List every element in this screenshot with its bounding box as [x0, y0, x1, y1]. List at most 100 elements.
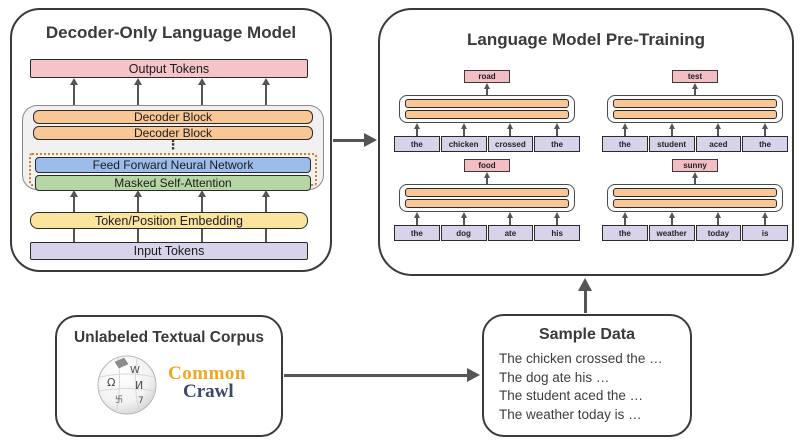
up-arrow-icon [262, 190, 270, 212]
up-arrow-icon [692, 83, 698, 95]
arrows-embedding-to-container [42, 190, 298, 212]
up-arrow-icon [414, 212, 421, 225]
up-arrow-icon [507, 123, 514, 136]
up-arrow-icon [761, 212, 768, 225]
mini-decoder-block [405, 199, 569, 208]
sample-sentence: The dog ate his … [499, 369, 610, 385]
sample-sentences: The chicken crossed the … The dog ate hi… [499, 350, 690, 424]
sample-sentence: The weather today is … [499, 406, 642, 422]
up-arrow-icon [198, 190, 206, 212]
sample-data-panel: Sample Data The chicken crossed the … Th… [482, 314, 692, 437]
pretraining-example: road the chicken crossed the [394, 70, 580, 154]
token-cell: the [742, 136, 788, 152]
token-cell: crossed [487, 136, 534, 152]
decoder-model-panel: Decoder-Only Language Model Output Token… [10, 8, 332, 272]
mini-decoder-block [405, 110, 569, 119]
up-arrow-icon [262, 78, 270, 105]
predicted-token-box: test [672, 70, 718, 83]
pretraining-panel-title: Language Model Pre-Training [466, 30, 706, 49]
token-cell: is [742, 225, 788, 241]
common-crawl-word-common: Common [168, 363, 246, 384]
mini-token-row: the student aced the [602, 136, 788, 152]
up-arrow-icon [622, 212, 629, 225]
up-arrow-icon [484, 172, 490, 184]
mini-decoder-block [613, 188, 777, 197]
up-arrow-icon [761, 123, 768, 136]
model-panel-title: Decoder-Only Language Model [45, 23, 297, 42]
up-arrow-icon [692, 172, 698, 184]
decoder-stack-container: Decoder Block Decoder Block ⋮ Feed Forwa… [22, 105, 324, 191]
arrow-corpus-to-sample-stem [284, 374, 469, 377]
mini-decoder-stack [607, 95, 783, 123]
svg-text:卐: 卐 [115, 395, 123, 404]
token-cell: chicken [440, 136, 487, 152]
token-cell: the [602, 136, 648, 152]
mini-token-arrows [394, 212, 580, 225]
mini-decoder-block [405, 188, 569, 197]
up-arrow-icon [715, 123, 722, 136]
up-arrow-icon [484, 83, 490, 95]
mini-decoder-stack [399, 95, 575, 123]
mini-decoder-stack [399, 184, 575, 212]
token-cell: ate [487, 225, 534, 241]
up-arrow-icon [553, 212, 560, 225]
arrows-container-to-output [42, 78, 298, 105]
up-arrow-icon [70, 190, 78, 212]
up-arrow-icon [134, 190, 142, 212]
connector-line [265, 229, 267, 242]
mini-token-arrows [394, 123, 580, 136]
token-cell: today [695, 225, 742, 241]
token-cell: the [602, 225, 648, 241]
mini-token-arrows [602, 123, 788, 136]
input-tokens-bar: Input Tokens [30, 242, 308, 260]
svg-text:И: И [135, 379, 143, 392]
up-arrow-icon [668, 212, 675, 225]
feed-forward-bar: Feed Forward Neural Network [35, 157, 311, 173]
token-cell: dog [440, 225, 487, 241]
mini-decoder-block [405, 99, 569, 108]
mini-token-row: the dog ate his [394, 225, 580, 241]
sample-sentence: The chicken crossed the … [499, 351, 663, 366]
up-arrow-icon [414, 123, 421, 136]
predicted-token-box: food [464, 159, 510, 172]
svg-text:7: 7 [138, 396, 144, 406]
corpus-logos: Ω W И 7 卐 Common Crawl [57, 349, 281, 417]
up-arrow-icon [507, 212, 514, 225]
token-cell: aced [695, 136, 742, 152]
decoder-block-bar: Decoder Block [33, 110, 313, 124]
token-position-embedding-bar: Token/Position Embedding [30, 212, 308, 229]
wikipedia-logo-icon: Ω W И 7 卐 [97, 355, 157, 415]
corpus-panel-title: Unlabeled Textual Corpus [73, 329, 265, 346]
up-arrow-icon [668, 123, 675, 136]
pretraining-example: sunny the weather today is [602, 159, 788, 243]
mini-token-row: the chicken crossed the [394, 136, 580, 152]
sample-data-title: Sample Data [538, 326, 636, 343]
token-cell: his [534, 225, 580, 241]
connector-line [201, 229, 203, 242]
up-arrow-icon [715, 212, 722, 225]
sample-sentence: The student aced the … [499, 388, 644, 403]
predicted-token-box: road [464, 70, 510, 83]
pretraining-example: test the student aced the [602, 70, 788, 154]
up-arrow-icon [553, 123, 560, 136]
lines-input-to-embedding [42, 229, 298, 242]
arrow-sample-to-pretrain-stem [584, 289, 587, 313]
mini-token-arrows [602, 212, 788, 225]
mini-decoder-block [613, 99, 777, 108]
token-cell: the [394, 225, 440, 241]
connector-line [73, 229, 75, 242]
mini-decoder-stack [607, 184, 783, 212]
token-cell: weather [648, 225, 695, 241]
decoder-block-bar: Decoder Block [33, 126, 313, 140]
output-tokens-bar: Output Tokens [30, 59, 308, 78]
pretraining-panel: Language Model Pre-Training road the chi… [378, 8, 794, 276]
predicted-token-box: sunny [672, 159, 718, 172]
token-cell: the [534, 136, 580, 152]
mini-decoder-block [613, 110, 777, 119]
token-cell: student [648, 136, 695, 152]
up-arrow-icon [622, 123, 629, 136]
mini-decoder-block [613, 199, 777, 208]
arrow-sample-to-pretrain-head [578, 278, 592, 291]
token-cell: the [394, 136, 440, 152]
